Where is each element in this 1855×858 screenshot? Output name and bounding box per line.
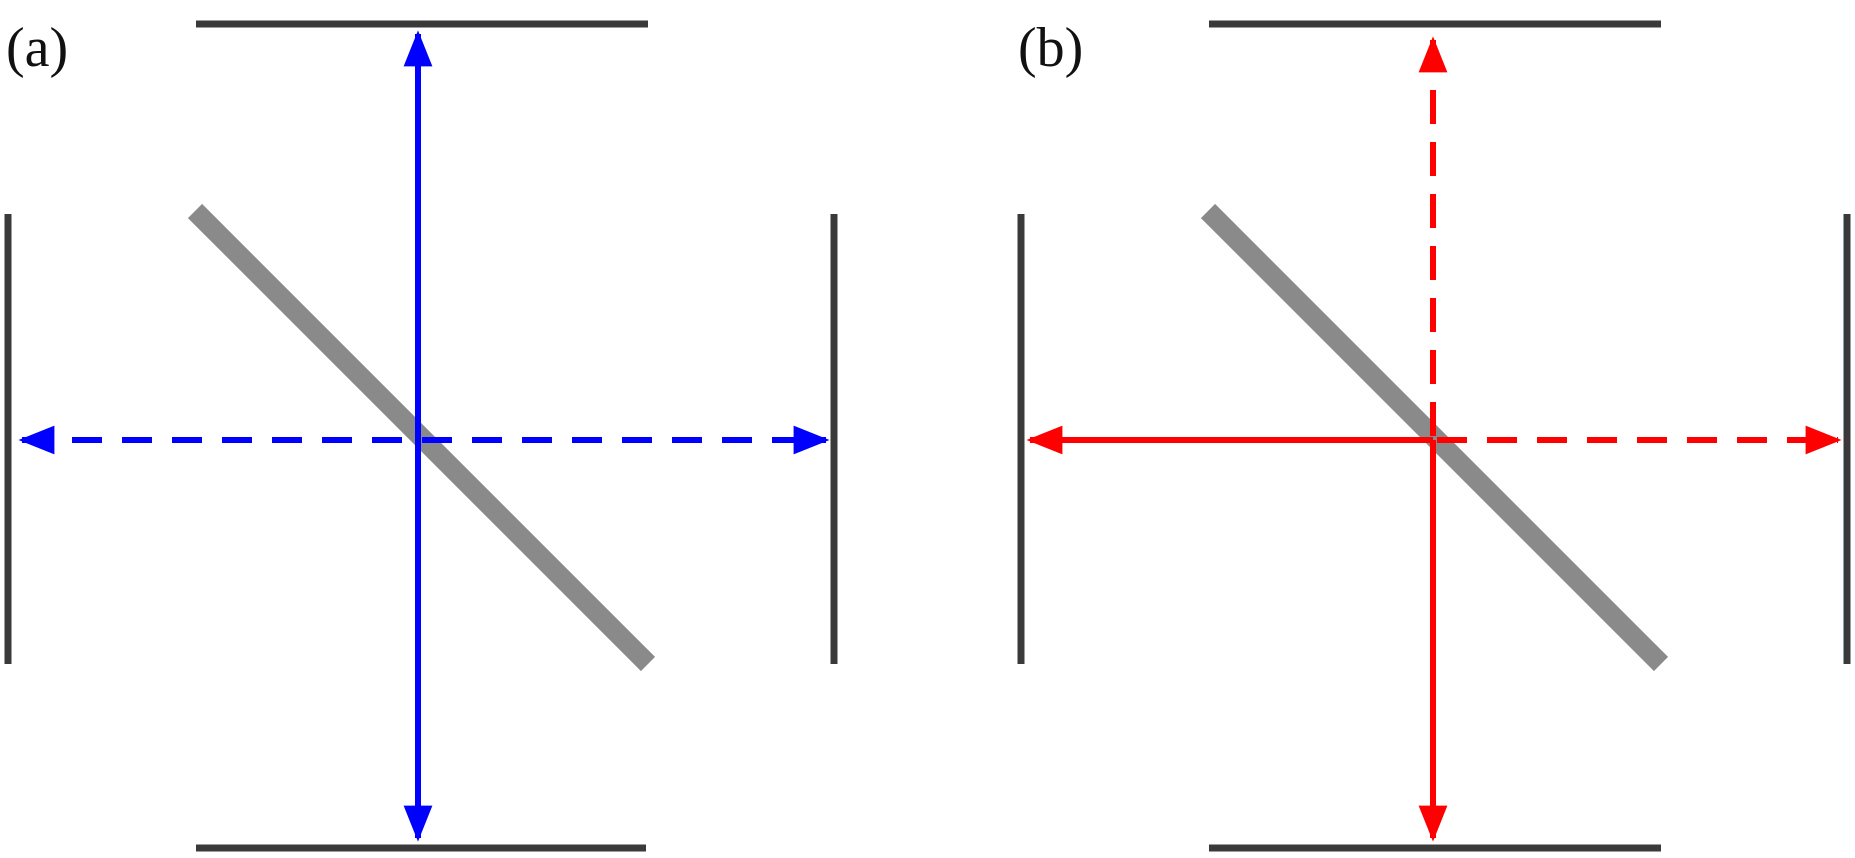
panel-a: (a) xyxy=(4,17,838,852)
beamsplitter-b xyxy=(1200,203,1669,672)
panel-b: (b) xyxy=(1017,17,1851,852)
panel-a-label: (a) xyxy=(6,17,68,79)
panel-b-label: (b) xyxy=(1018,17,1083,79)
